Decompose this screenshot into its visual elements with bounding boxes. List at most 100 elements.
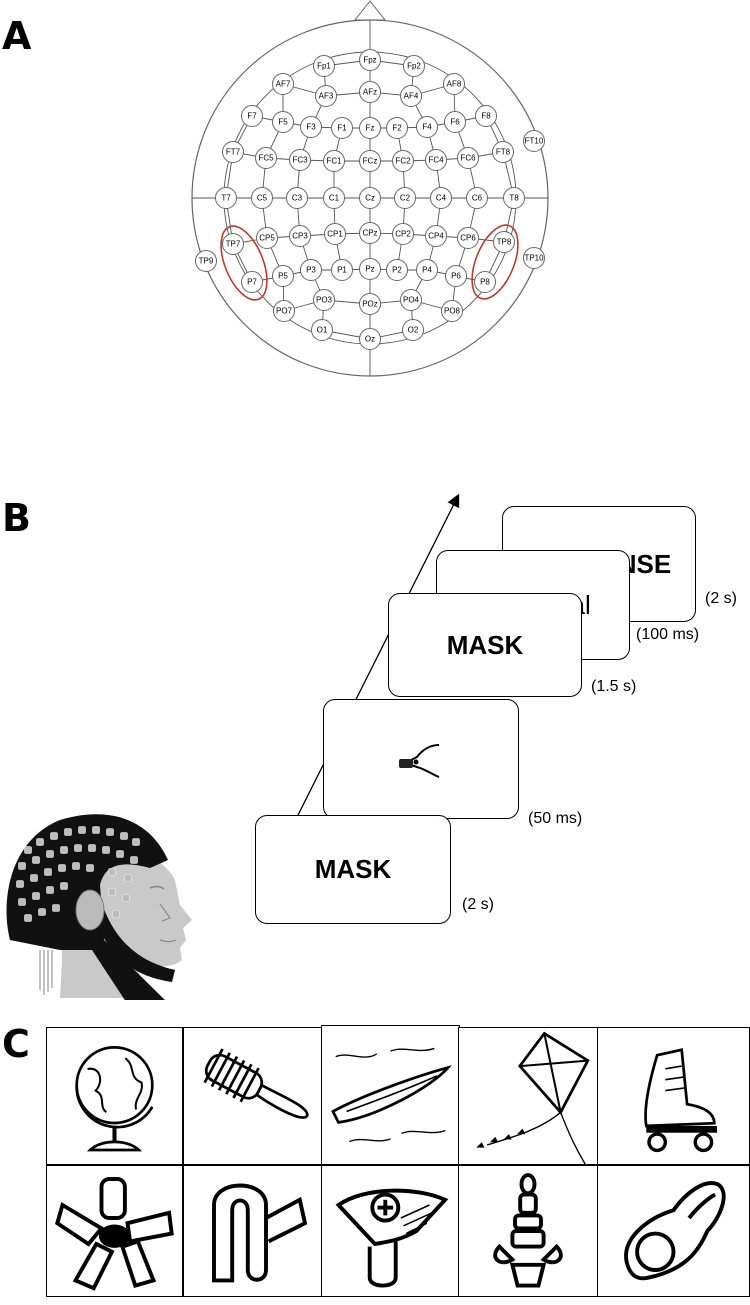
electrode-label: T8 bbox=[509, 194, 519, 203]
electrode-label: Fz bbox=[366, 124, 375, 133]
electrode-label: CP1 bbox=[327, 230, 343, 239]
electrode-label: PO4 bbox=[403, 296, 420, 305]
duration-mask-1: (2 s) bbox=[462, 896, 494, 913]
electrode-tp9: TP9 bbox=[195, 250, 217, 272]
electrode-label: FCz bbox=[363, 157, 378, 166]
electrode-label: TP8 bbox=[497, 238, 512, 247]
duration-stimulus: (50 ms) bbox=[528, 810, 583, 827]
electrode-o2: O2 bbox=[402, 319, 424, 341]
electrode-label: Fpz bbox=[363, 56, 376, 65]
highlight-right-cluster bbox=[471, 224, 519, 300]
electrode-label: PO3 bbox=[316, 296, 333, 305]
electrode-label: P7 bbox=[247, 278, 257, 287]
electrode-label: P2 bbox=[392, 266, 402, 275]
electrode-label: F8 bbox=[481, 112, 491, 121]
electrode-label: FC5 bbox=[258, 154, 274, 163]
electrode-label: P6 bbox=[451, 272, 461, 281]
novel-object-3-icon bbox=[321, 1165, 460, 1297]
electrode-o1: O1 bbox=[311, 319, 333, 341]
electrode-label: C3 bbox=[292, 194, 303, 203]
electrode-f8: F8 bbox=[475, 105, 497, 127]
electrode-cp1: CP1 bbox=[324, 223, 346, 245]
electrode-label: F6 bbox=[450, 118, 460, 127]
electrode-label: AF4 bbox=[404, 92, 419, 101]
stimulus-grid bbox=[46, 1025, 750, 1297]
electrode-p5: P5 bbox=[272, 265, 294, 287]
electrode-af8: AF8 bbox=[443, 73, 465, 95]
globe-icon bbox=[46, 1027, 183, 1165]
electrode-label: P3 bbox=[306, 266, 316, 275]
electrode-label: FT8 bbox=[496, 148, 511, 157]
electrode-label: P1 bbox=[337, 266, 347, 275]
pliers-icon bbox=[399, 744, 440, 778]
electrode-label: CP4 bbox=[428, 232, 444, 241]
electrode-p8: P8 bbox=[474, 271, 496, 293]
electrode-fcz: FCz bbox=[359, 150, 381, 172]
electrode-label: C2 bbox=[400, 194, 411, 203]
electrode-ft8: FT8 bbox=[492, 141, 514, 163]
electrode-cp6: CP6 bbox=[457, 227, 479, 249]
electrode-p7: P7 bbox=[241, 271, 263, 293]
electrode-label: P5 bbox=[278, 272, 288, 281]
electrode-label: AF3 bbox=[319, 92, 334, 101]
electrode-fpz: Fpz bbox=[359, 49, 381, 71]
duration-go-signal: (100 ms) bbox=[636, 626, 700, 643]
electrode-af4: AF4 bbox=[400, 85, 422, 107]
electrode-p6: P6 bbox=[445, 265, 467, 287]
electrode-label: F1 bbox=[337, 124, 347, 133]
electrode-f7: F7 bbox=[241, 105, 263, 127]
electrode-cp4: CP4 bbox=[425, 225, 447, 247]
electrode-label: C6 bbox=[472, 194, 483, 203]
electrode-cp5: CP5 bbox=[256, 227, 278, 249]
electrode-fc1: FC1 bbox=[323, 150, 345, 172]
electrode-label: FC6 bbox=[460, 154, 476, 163]
panel-label-c: C bbox=[2, 1022, 30, 1066]
electrode-label: CPz bbox=[362, 229, 377, 238]
eeg-cap-head-illustration bbox=[0, 790, 200, 1008]
electrode-label: C5 bbox=[257, 194, 268, 203]
electrode-label: F4 bbox=[422, 123, 432, 132]
panel-label-b: B bbox=[2, 496, 31, 540]
canoe-icon bbox=[321, 1025, 460, 1165]
roller-skate-icon bbox=[597, 1027, 750, 1165]
electrode-label: CP6 bbox=[460, 234, 476, 243]
electrode-fc3: FC3 bbox=[289, 149, 311, 171]
slide-mask-2-text: MASK bbox=[446, 629, 524, 660]
electrode-label: C4 bbox=[436, 194, 447, 203]
electrode-p2: P2 bbox=[386, 259, 408, 281]
electrode-label: POz bbox=[362, 300, 378, 309]
electrode-afz: AFz bbox=[359, 81, 381, 103]
electrode-f2: F2 bbox=[386, 117, 408, 139]
electrode-label: FC3 bbox=[292, 156, 308, 165]
hairbrush-icon bbox=[183, 1027, 323, 1165]
electrode-label: FT10 bbox=[525, 137, 544, 146]
electrode-label: O2 bbox=[408, 326, 419, 335]
electrode-po7: PO7 bbox=[273, 300, 295, 322]
electrode-af7: AF7 bbox=[272, 73, 294, 95]
electrode-label: T7 bbox=[221, 194, 231, 203]
electrode-fp1: Fp1 bbox=[313, 55, 335, 77]
electrode-label: Oz bbox=[365, 335, 375, 344]
electrode-tp10: TP10 bbox=[523, 247, 545, 269]
electrode-fc4: FC4 bbox=[425, 149, 447, 171]
electrode-c3: C3 bbox=[286, 187, 308, 209]
electrode-label: Pz bbox=[365, 265, 374, 274]
electrode-po3: PO3 bbox=[313, 289, 335, 311]
novel-object-2-icon bbox=[183, 1165, 323, 1297]
electrode-ft10: FT10 bbox=[523, 130, 545, 152]
electrode-label: AF7 bbox=[276, 80, 291, 89]
slide-mask-1: MASK bbox=[255, 815, 451, 924]
novel-object-1-icon bbox=[46, 1165, 183, 1297]
electrode-label: FT7 bbox=[226, 148, 241, 157]
electrode-label: CP3 bbox=[292, 232, 308, 241]
electrode-fc6: FC6 bbox=[457, 147, 479, 169]
electrode-label: AF8 bbox=[447, 80, 462, 89]
novel-object-4-icon bbox=[458, 1165, 598, 1297]
electrode-label: FC1 bbox=[326, 157, 342, 166]
electrode-poz: POz bbox=[359, 293, 381, 315]
electrode-po8: PO8 bbox=[441, 300, 463, 322]
electrode-cpz: CPz bbox=[359, 222, 381, 244]
electrode-label: Fp2 bbox=[407, 62, 421, 71]
electrode-label: FC4 bbox=[428, 156, 444, 165]
electrode-po4: PO4 bbox=[400, 289, 422, 311]
